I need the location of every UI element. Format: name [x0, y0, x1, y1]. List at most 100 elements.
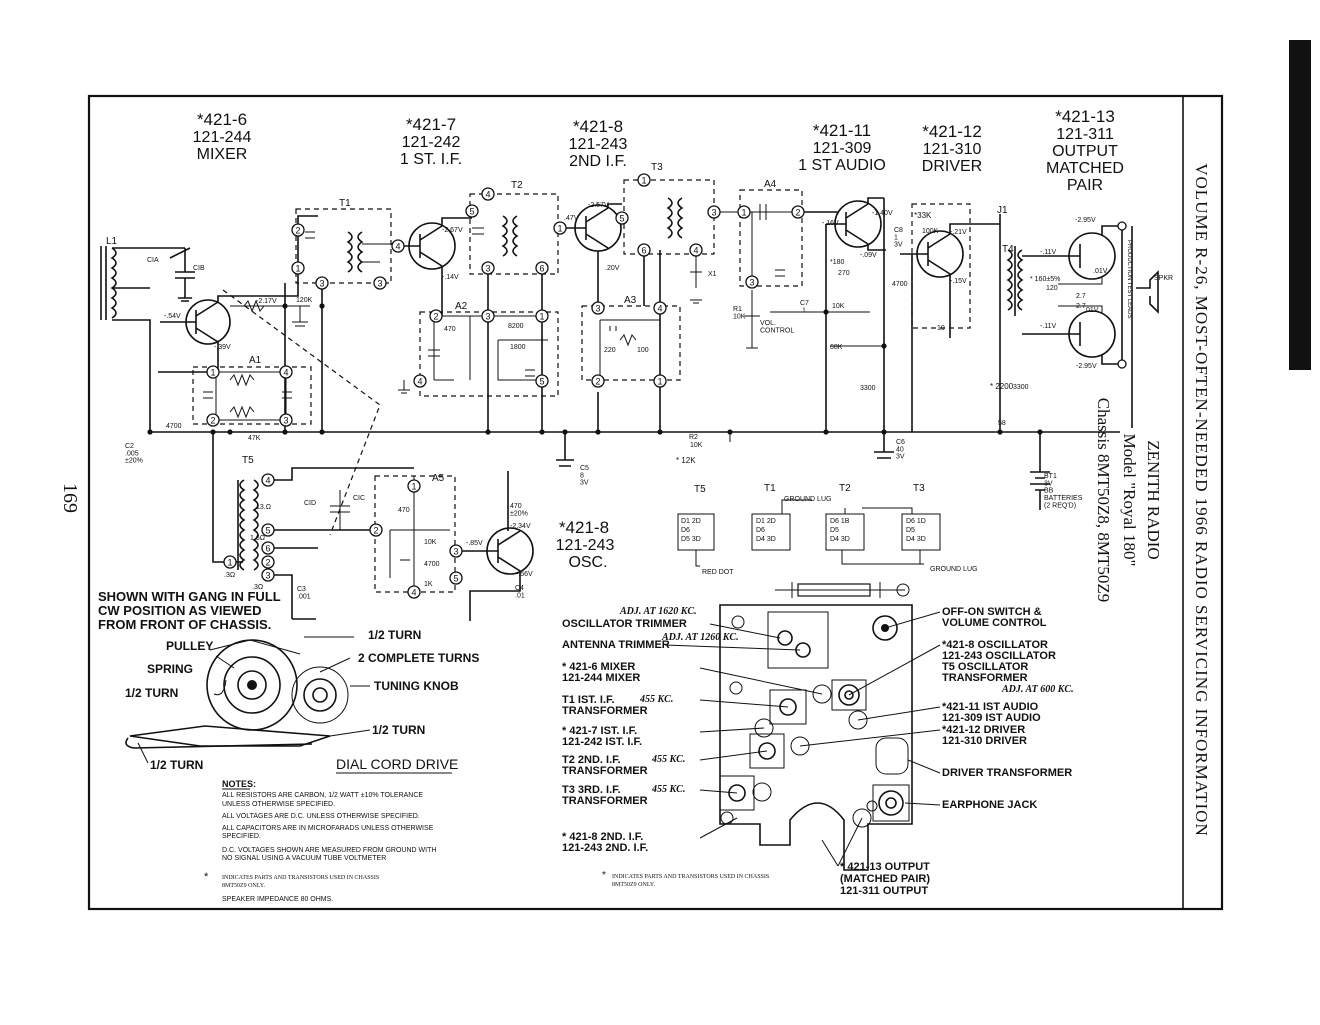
schematic-label-r8200: 8200: [508, 323, 524, 330]
terminal-node: [223, 555, 237, 569]
leader-line: [699, 727, 765, 733]
terminal-number: 2: [373, 526, 378, 536]
schematic-label-v-aud-e: -.09V: [860, 252, 877, 259]
terminal-number: 6: [539, 264, 544, 274]
schematic-label-v-out-top: -2.95V: [1075, 217, 1096, 224]
lug-text-t3: D5: [906, 527, 915, 534]
schematic-label-c6: 3V: [896, 454, 905, 461]
layout-left-label: * 421-6 MIXER: [562, 661, 635, 673]
layout-right-label: DRIVER TRANSFORMER: [942, 767, 1072, 779]
junction-dot: [881, 429, 887, 435]
stage-id: *421-13: [1055, 107, 1115, 126]
schematic-label-bt1: BB: [1044, 488, 1054, 495]
schematic-label-r58: 58: [998, 420, 1006, 427]
layout-footnote: INDICATES PARTS AND TRANSISTORS USED IN …: [612, 874, 769, 880]
schematic-label-r4700: 4700: [166, 423, 182, 430]
schematic-label-bt1: BATTERIES: [1044, 495, 1083, 502]
stage-part: 121-242: [402, 134, 461, 151]
dial-tuning-knob: TUNING KNOB: [374, 679, 459, 693]
note-star-line: 8MT50Z9 ONLY.: [222, 883, 265, 889]
terminal-number: 3: [711, 208, 716, 218]
schematic-label-c4: C4: [515, 585, 524, 592]
terminal-number: 3: [265, 571, 270, 581]
model: Model "Royal 180": [1120, 434, 1139, 567]
layout-left-label: T3 3RD. I.F.: [562, 784, 621, 796]
leader-line: [821, 839, 839, 867]
terminal-number: 3: [283, 416, 288, 426]
schematic-label-r470: 470: [444, 326, 456, 333]
schematic-label-r180: *180: [830, 259, 845, 266]
dial-half-turn-a: 1/2 TURN: [125, 686, 178, 700]
osc-stage-function: OSC.: [568, 554, 607, 571]
terminal-node: [429, 309, 443, 323]
layout-left-label: TRANSFORMER: [562, 705, 648, 717]
terminal-node: [615, 211, 629, 225]
terminal-node: [391, 239, 405, 253]
layout-right-label: OFF-ON SWITCH &: [942, 606, 1042, 618]
terminal-number: 5: [453, 574, 458, 584]
layout-adjust-note: 455 KC.: [651, 784, 685, 795]
terminal-node: [261, 568, 275, 582]
manufacturer: ZENITH RADIO: [1144, 440, 1163, 559]
schematic-label-r470b: ±20%: [510, 510, 528, 517]
stage-id: *421-12: [922, 122, 982, 141]
leader-line: [848, 644, 941, 696]
chassis-layout: [664, 582, 941, 871]
schematic-label-a5: A5: [432, 473, 445, 484]
ground-lug-bottom: GROUND LUG: [930, 566, 977, 573]
gang-note-line-2: CW POSITION AS VIEWED: [98, 603, 261, 618]
layout-right-label: EARPHONE JACK: [942, 799, 1037, 811]
schematic-label-r47k: 47K: [248, 435, 261, 442]
terminal-node: [261, 555, 275, 569]
schematic-label-c8: 1: [894, 234, 898, 241]
lug-text-t2: D5: [830, 527, 839, 534]
schematic-label-v-mixer-c: -2.17V: [256, 298, 277, 305]
lug-header-t1: T1: [764, 483, 776, 494]
terminal-node: [481, 309, 495, 323]
terminal-number: 2: [210, 416, 215, 426]
terminal-number: 3: [377, 279, 382, 289]
chassis: Chassis 8MT50Z8, 8MT50Z9: [1094, 398, 1113, 602]
layout-right-label: 121-243 OSCILLATOR: [942, 650, 1056, 662]
stage-part: 121-243: [569, 136, 628, 153]
lug-header-t3: T3: [913, 483, 925, 494]
terminal-number: 6: [265, 544, 270, 554]
schematic-label-r2-7a: 2.7: [1076, 293, 1086, 300]
terminal-number: 4: [417, 377, 422, 387]
terminal-node: [707, 205, 721, 219]
schematic-label-v-out-e1: .01V: [1093, 268, 1108, 275]
layout-right-label: *421-8 OSCILLATOR: [942, 639, 1048, 651]
terminal-node: [689, 243, 703, 257]
leader-line: [699, 817, 738, 839]
junction-dots: [147, 303, 1043, 435]
schematic-label-v-mixer-e: -.54V: [164, 313, 181, 320]
lug-text-t3: D4 3D: [906, 536, 926, 543]
leader-line: [699, 699, 789, 708]
terminal-number: 2: [433, 312, 438, 322]
schematic-label-r2: R2: [689, 434, 698, 441]
leader-line: [699, 667, 823, 695]
layout-adjust-note: 455 KC.: [639, 694, 673, 705]
junction-dot: [319, 303, 325, 309]
junction-dot: [562, 429, 568, 435]
lug-text-t2: D4 3D: [830, 536, 850, 543]
junction-dot: [595, 429, 601, 435]
terminal-node: [653, 374, 667, 388]
schematic-label-c7: .1: [800, 307, 806, 314]
leader-line: [709, 623, 781, 639]
schematic-label-v-osc-b: -.85V: [466, 540, 483, 547]
layout-right-label: VOLUME CONTROL: [942, 617, 1047, 629]
terminal-node: [413, 374, 427, 388]
note-line: UNLESS OTHERWISE SPECIFIED.: [222, 801, 335, 808]
lug-header-t2: T2: [839, 483, 851, 494]
terminal-node: [291, 223, 305, 237]
schematic-label-v-osc-c: -2.34V: [510, 523, 531, 530]
terminal-node: [261, 523, 275, 537]
leader-line: [799, 729, 941, 747]
layout-footnote: 8MT50Z9 ONLY.: [612, 882, 655, 888]
lug-text-t2: D6 1B: [830, 518, 850, 525]
schematic-label-x1: X1: [708, 271, 717, 278]
schematic-label-r100: 100: [637, 347, 649, 354]
